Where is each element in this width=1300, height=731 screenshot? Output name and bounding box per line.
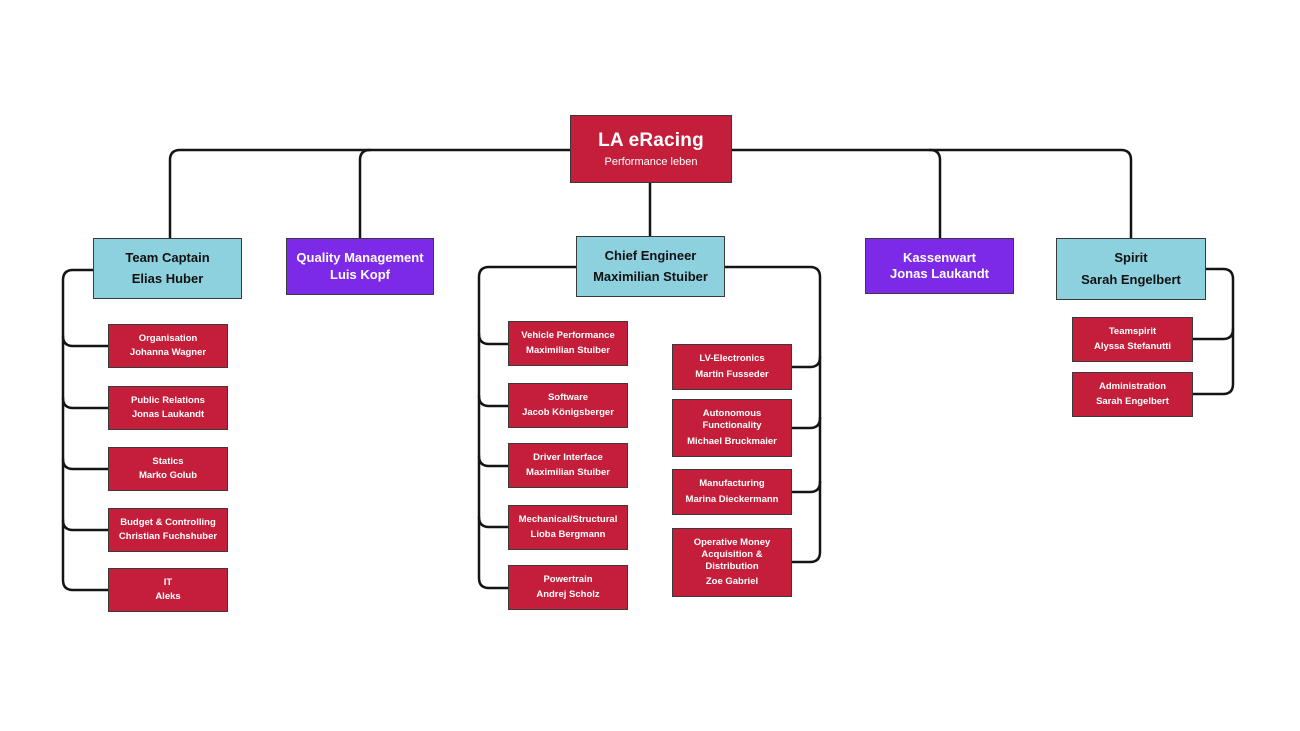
node-spirit: Spirit Sarah Engelbert (1056, 238, 1206, 300)
person-name: Andrej Scholz (536, 589, 600, 601)
org-title: LA eRacing (598, 129, 704, 151)
node-chief-engineer: Chief Engineer Maximilian Stuiber (576, 236, 725, 297)
role-label: Team Captain (125, 250, 210, 265)
node-lv-electronics: LV-Electronics Martin Fusseder (672, 344, 792, 390)
role-label: Organisation (138, 333, 198, 344)
node-it: IT Aleks (108, 568, 228, 612)
node-la-eracing: LA eRacing Performance leben (570, 115, 732, 183)
person-name: Alyssa Stefanutti (1093, 341, 1172, 353)
node-budget-controlling: Budget & Controlling Christian Fuchshube… (108, 508, 228, 552)
role-label: Vehicle Performance (521, 330, 615, 341)
role-label: LV-Electronics (699, 353, 765, 364)
role-label: Budget & Controlling (120, 517, 216, 528)
node-team-captain: Team Captain Elias Huber (93, 238, 242, 299)
node-kassenwart: Kassenwart Jonas Laukandt (865, 238, 1014, 294)
role-label: Manufacturing (699, 478, 765, 489)
person-name: Marina Dieckermann (685, 494, 779, 506)
role-label: Quality Management (296, 250, 424, 265)
node-organisation: Organisation Johanna Wagner (108, 324, 228, 368)
person-name: Sarah Engelbert (1096, 396, 1169, 408)
role-label: Statics (152, 456, 184, 467)
node-vehicle-performance: Vehicle Performance Maximilian Stuiber (508, 321, 628, 366)
person-name: Elias Huber (131, 270, 204, 286)
node-teamspirit: Teamspirit Alyssa Stefanutti (1072, 317, 1193, 362)
person-name: Sarah Engelbert (1081, 271, 1181, 287)
role-label: IT (163, 577, 173, 588)
role-label: Autonomous Functionality (702, 408, 762, 431)
node-administration: Administration Sarah Engelbert (1072, 372, 1193, 417)
role-label: Administration (1098, 381, 1167, 392)
role-label: Software (547, 392, 589, 403)
person-name: Maximilian Stuiber (593, 268, 708, 284)
role-label: Powertrain (543, 574, 593, 585)
person-name: Christian Fuchshuber (118, 531, 218, 543)
person-name: Marko Golub (138, 470, 198, 482)
role-label: Kassenwart (903, 250, 976, 265)
node-software: Software Jacob Königsberger (508, 383, 628, 428)
node-quality-management: Quality Management Luis Kopf (286, 238, 434, 295)
node-statics: Statics Marko Golub (108, 447, 228, 491)
person-name: Luis Kopf (330, 266, 390, 282)
role-label: Spirit (1114, 250, 1148, 265)
node-driver-interface: Driver Interface Maximilian Stuiber (508, 443, 628, 488)
person-name: Jonas Laukandt (131, 409, 205, 421)
person-name: Maximilian Stuiber (526, 345, 610, 357)
person-name: Maximilian Stuiber (526, 467, 610, 479)
node-autonomous-functionality: Autonomous Functionality Michael Bruckma… (672, 399, 792, 457)
person-name: Zoe Gabriel (705, 576, 759, 588)
node-powertrain: Powertrain Andrej Scholz (508, 565, 628, 610)
node-manufacturing: Manufacturing Marina Dieckermann (672, 469, 792, 515)
role-label: Driver Interface (533, 452, 603, 463)
role-label: Mechanical/Structural (518, 514, 618, 525)
person-name: Johanna Wagner (129, 347, 207, 359)
role-label: Teamspirit (1108, 326, 1157, 337)
person-name: Jonas Laukandt (890, 266, 989, 282)
person-name: Aleks (155, 591, 181, 603)
person-name: Michael Bruckmaier (687, 436, 777, 448)
role-label: Chief Engineer (604, 248, 697, 263)
node-public-relations: Public Relations Jonas Laukandt (108, 386, 228, 430)
node-operative-money: Operative Money Acquisition & Distributi… (672, 528, 792, 597)
person-name: Martin Fusseder (695, 369, 769, 381)
role-label: Public Relations (131, 395, 205, 406)
org-subtitle: Performance leben (604, 155, 698, 168)
person-name: Lioba Bergmann (530, 529, 606, 541)
person-name: Jacob Königsberger (522, 407, 614, 419)
node-mechanical-structural: Mechanical/Structural Lioba Bergmann (508, 505, 628, 550)
role-label: Operative Money Acquisition & Distributi… (693, 537, 771, 572)
